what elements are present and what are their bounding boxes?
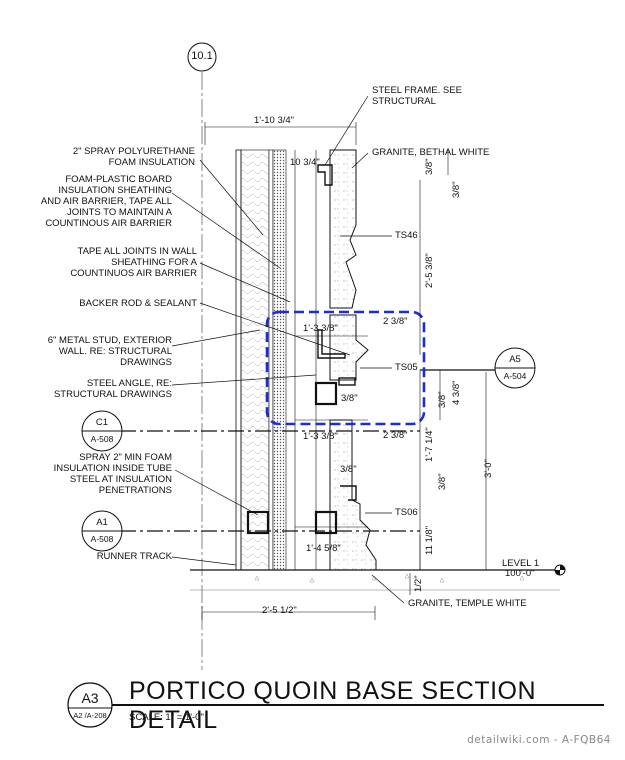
detail-sheet: A2 /A-208	[73, 711, 107, 720]
dim-10-3-4: 10 3/4"	[290, 157, 320, 168]
note-tape-joints: TAPE ALL JOINTS IN WALL SHEATHING FOR A …	[70, 246, 197, 279]
note-granite-bethal: GRANITE, BETHAL WHITE	[372, 147, 490, 158]
dim-1-7-1-4: 1'-7 1/4"	[424, 427, 435, 462]
dim-3-0: 3'-0"	[483, 459, 494, 478]
grid-line-10-1	[187, 42, 217, 670]
note-granite-temple: GRANITE, TEMPLE WHITE	[408, 598, 527, 609]
a5-ref-bottom: A-504	[503, 371, 527, 381]
dimension-lines	[201, 122, 487, 620]
note-ts05: TS05	[395, 362, 418, 373]
dim-2-3-8-a: 2 3/8"	[383, 316, 408, 327]
note-metal-stud: 6" METAL STUD, EXTERIOR WALL. RE: STRUCT…	[47, 335, 172, 368]
note-spray-min: SPRAY 2" MIN FOAM INSULATION INSIDE TUBE…	[53, 452, 172, 496]
watermark: detailwiki.com - A-FQB64	[467, 734, 611, 746]
section-bubble-c1[interactable]	[81, 410, 123, 452]
dim-1-3-3-8: 1'-3 3/8"	[303, 323, 338, 334]
a5-ref-top: A5	[509, 354, 521, 365]
dim-1-3-3-8-b: 1'-3 3/8"	[303, 431, 338, 442]
dim-2-5-3-8: 2'-5 3/8"	[424, 253, 435, 288]
a1-ref-bottom: A-508	[90, 534, 114, 544]
c1-ref-bottom: A-508	[90, 434, 114, 444]
section-cut-lines	[120, 369, 500, 532]
note-ts06: TS06	[395, 507, 418, 518]
dim-3-8-b: 3/8"	[451, 181, 462, 198]
a1-ref-top: A1	[96, 517, 108, 528]
section-bubble-a5[interactable]	[494, 347, 536, 389]
dim-1-2: 1/2"	[413, 575, 424, 592]
dim-top-width: 1'-10 3/4"	[254, 115, 295, 126]
note-spray-foam: 2" SPRAY POLYURETHANE FOAM INSULATION	[72, 146, 195, 168]
detail-scale: SCALE: 1" = 1'-0"	[129, 712, 204, 723]
dim-bottom-width: 2'-5 1/2"	[262, 605, 297, 616]
leader-lines	[171, 95, 405, 604]
note-backer-rod: BACKER ROD & SEALANT	[79, 298, 197, 309]
dim-2-3-8-b: 2 3/8"	[383, 430, 408, 441]
c1-ref-top: C1	[95, 417, 109, 428]
note-runner-track: RUNNER TRACK	[96, 551, 172, 562]
grid-bubble-label: 10.1	[191, 50, 213, 62]
dim-3-8-e: 3/8"	[340, 464, 357, 475]
note-steel-frame: STEEL FRAME. SEE STRUCTURAL	[372, 85, 462, 107]
dim-3-8-f: 3/8"	[437, 473, 448, 490]
section-bubble-a1[interactable]	[81, 510, 123, 552]
detail-title: PORTICO QUOIN BASE SECTION DETAIL	[129, 677, 537, 734]
note-foam-board: FOAM-PLASTIC BOARD INSULATION SHEATHING …	[40, 174, 172, 229]
note-ts46: TS46	[395, 230, 418, 241]
highlight-region[interactable]	[265, 310, 426, 426]
note-steel-angle: STEEL ANGLE, RE: STRUCTURAL DRAWINGS	[53, 378, 172, 400]
dim-4-3-8: 4 3/8"	[451, 380, 462, 405]
level-name: LEVEL 1	[502, 558, 540, 569]
dim-3-8-a: 3/8"	[424, 158, 435, 175]
level-marker	[554, 564, 566, 576]
wall-assembly	[190, 149, 560, 591]
detail-id: A3	[81, 690, 99, 706]
title-block	[67, 682, 604, 728]
level-value: 100'-0"	[505, 568, 535, 579]
dim-3-8-d: 3/8"	[437, 391, 448, 408]
dim-11-1-8: 11 1/8"	[424, 525, 435, 555]
dim-1-4-5-8: 1'-4 5/8"	[306, 543, 341, 554]
dim-3-8-c: 3/8"	[341, 393, 358, 404]
